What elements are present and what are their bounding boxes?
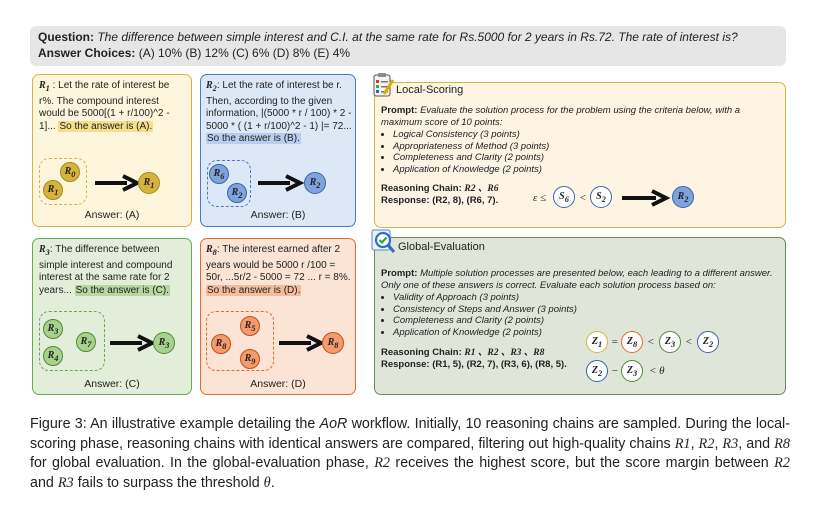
global-response: Response: (R1, 5), (R2, 7), (R3, 6), (R8…: [381, 359, 567, 370]
arrow-r8: [279, 334, 325, 352]
panel-r3: R3: The difference between simple intere…: [32, 238, 192, 395]
panel-r3-highlight: So the answer is (C).: [74, 284, 170, 296]
magnifier-check-icon: [371, 229, 396, 253]
choices-text: (A) 10% (B) 12% (C) 6% (D) 8% (E) 4%: [138, 46, 351, 60]
global-criterion-1: Validity of Approach (3 points): [393, 292, 783, 304]
panel-r8-answer: Answer: (D): [250, 378, 306, 390]
score-s2: S2: [590, 186, 612, 208]
local-scoring-panel: Prompt: Evaluate the solution process fo…: [374, 82, 786, 228]
global-criterion-2: Consistency of Steps and Answer (3 point…: [393, 304, 783, 316]
panel-r8: R8: The interest earned after 2 years wo…: [200, 238, 356, 395]
arrow-r2: [258, 174, 304, 192]
panel-r1-answer: Answer: (A): [84, 209, 140, 221]
score-z1: Z1: [586, 331, 608, 353]
panel-r8-highlight: So the answer is (D).: [206, 284, 302, 296]
score-z3-diff: Z3: [621, 360, 643, 382]
local-out-r2: R2: [672, 186, 694, 208]
node-r2: R2: [227, 183, 247, 203]
local-criterion-4: Application of Knowledge (2 points): [393, 164, 781, 176]
node-out-r8: R8: [322, 332, 344, 354]
node-r1: R1: [43, 180, 63, 200]
node-r4: R4: [43, 346, 63, 366]
global-chain: Reasoning Chain: R1 、R2 、R3 、R8: [381, 347, 545, 358]
global-title: Global-Evaluation: [398, 241, 485, 253]
panel-r2-answer: Answer: (B): [250, 209, 306, 221]
score-z2-diff: Z2: [586, 360, 608, 382]
panel-r2-group: [207, 160, 251, 207]
local-response: Response: (R2, 8), (R6, 7).: [381, 195, 499, 206]
panel-r1: R1 : Let the rate of interest be r%. The…: [32, 74, 192, 227]
node-r7: R7: [76, 332, 96, 352]
choices-label: Answer Choices:: [38, 46, 136, 60]
node-r5: R5: [240, 316, 260, 336]
node-out-r3: R3: [153, 332, 175, 354]
local-title: Local-Scoring: [396, 84, 464, 96]
question-text: The difference between simple interest a…: [97, 30, 738, 44]
global-lt1: <: [647, 336, 655, 348]
global-eq: =: [611, 336, 619, 348]
question-label: Question:: [38, 30, 94, 44]
arrow-r3: [110, 334, 156, 352]
panel-r2: R2: Let the rate of interest be r. Then,…: [200, 74, 356, 227]
score-s6: S6: [553, 186, 575, 208]
node-r9: R9: [240, 349, 260, 369]
panel-r3-text: R3: The difference between simple intere…: [39, 244, 173, 296]
global-minus: −: [611, 365, 619, 377]
arrow-r1: [95, 174, 141, 192]
clipboard-icon: [373, 73, 395, 97]
score-z2: Z2: [697, 331, 719, 353]
node-r0: R0: [60, 162, 80, 182]
local-prompt: Prompt: Evaluate the solution process fo…: [381, 105, 781, 175]
local-criterion-1: Logical Consistency (3 points): [393, 129, 781, 141]
panel-r3-group: [39, 311, 105, 371]
local-eps: ε ≤: [533, 192, 547, 204]
node-out-r1: R1: [138, 172, 160, 194]
panel-r2-text: R2: Let the rate of interest be r. Then,…: [206, 80, 352, 144]
panel-r1-text: R1 : Let the rate of interest be r%. The…: [39, 80, 170, 132]
question-box: Question: The difference between simple …: [30, 26, 786, 66]
arrow-local: [622, 189, 670, 207]
global-criterion-3: Completeness and Clarity (2 points): [393, 315, 783, 327]
panel-r8-text: R8: The interest earned after 2 years wo…: [206, 244, 351, 296]
global-threshold: < θ: [649, 365, 665, 377]
node-r3: R3: [43, 319, 63, 339]
node-r8: R8: [211, 334, 231, 354]
panel-r3-answer: Answer: (C): [84, 378, 140, 390]
panel-r2-highlight: So the answer is (B).: [206, 133, 301, 144]
global-evaluation-panel: Prompt: Multiple solution processes are …: [374, 237, 786, 395]
panel-r1-highlight: So the answer is (A).: [58, 120, 154, 132]
local-criterion-3: Completeness and Clarity (2 points): [393, 152, 781, 164]
local-chain: Reasoning Chain: R2 、R6: [381, 183, 499, 194]
global-criterion-4: Application of Knowledge (2 points): [393, 327, 783, 339]
figure-caption: Figure 3: An illustrative example detail…: [30, 416, 790, 491]
panel-r8-group: [206, 311, 274, 371]
node-out-r2: R2: [304, 172, 326, 194]
score-z3: Z3: [659, 331, 681, 353]
global-lt2: <: [685, 336, 693, 348]
score-z8: Z8: [621, 331, 643, 353]
global-prompt: Prompt: Multiple solution processes are …: [381, 268, 783, 338]
local-criterion-2: Appropriateness of Method (3 points): [393, 141, 781, 153]
local-lt: <: [579, 192, 587, 204]
panel-r1-group: [39, 158, 87, 205]
node-r6: R6: [209, 164, 229, 184]
